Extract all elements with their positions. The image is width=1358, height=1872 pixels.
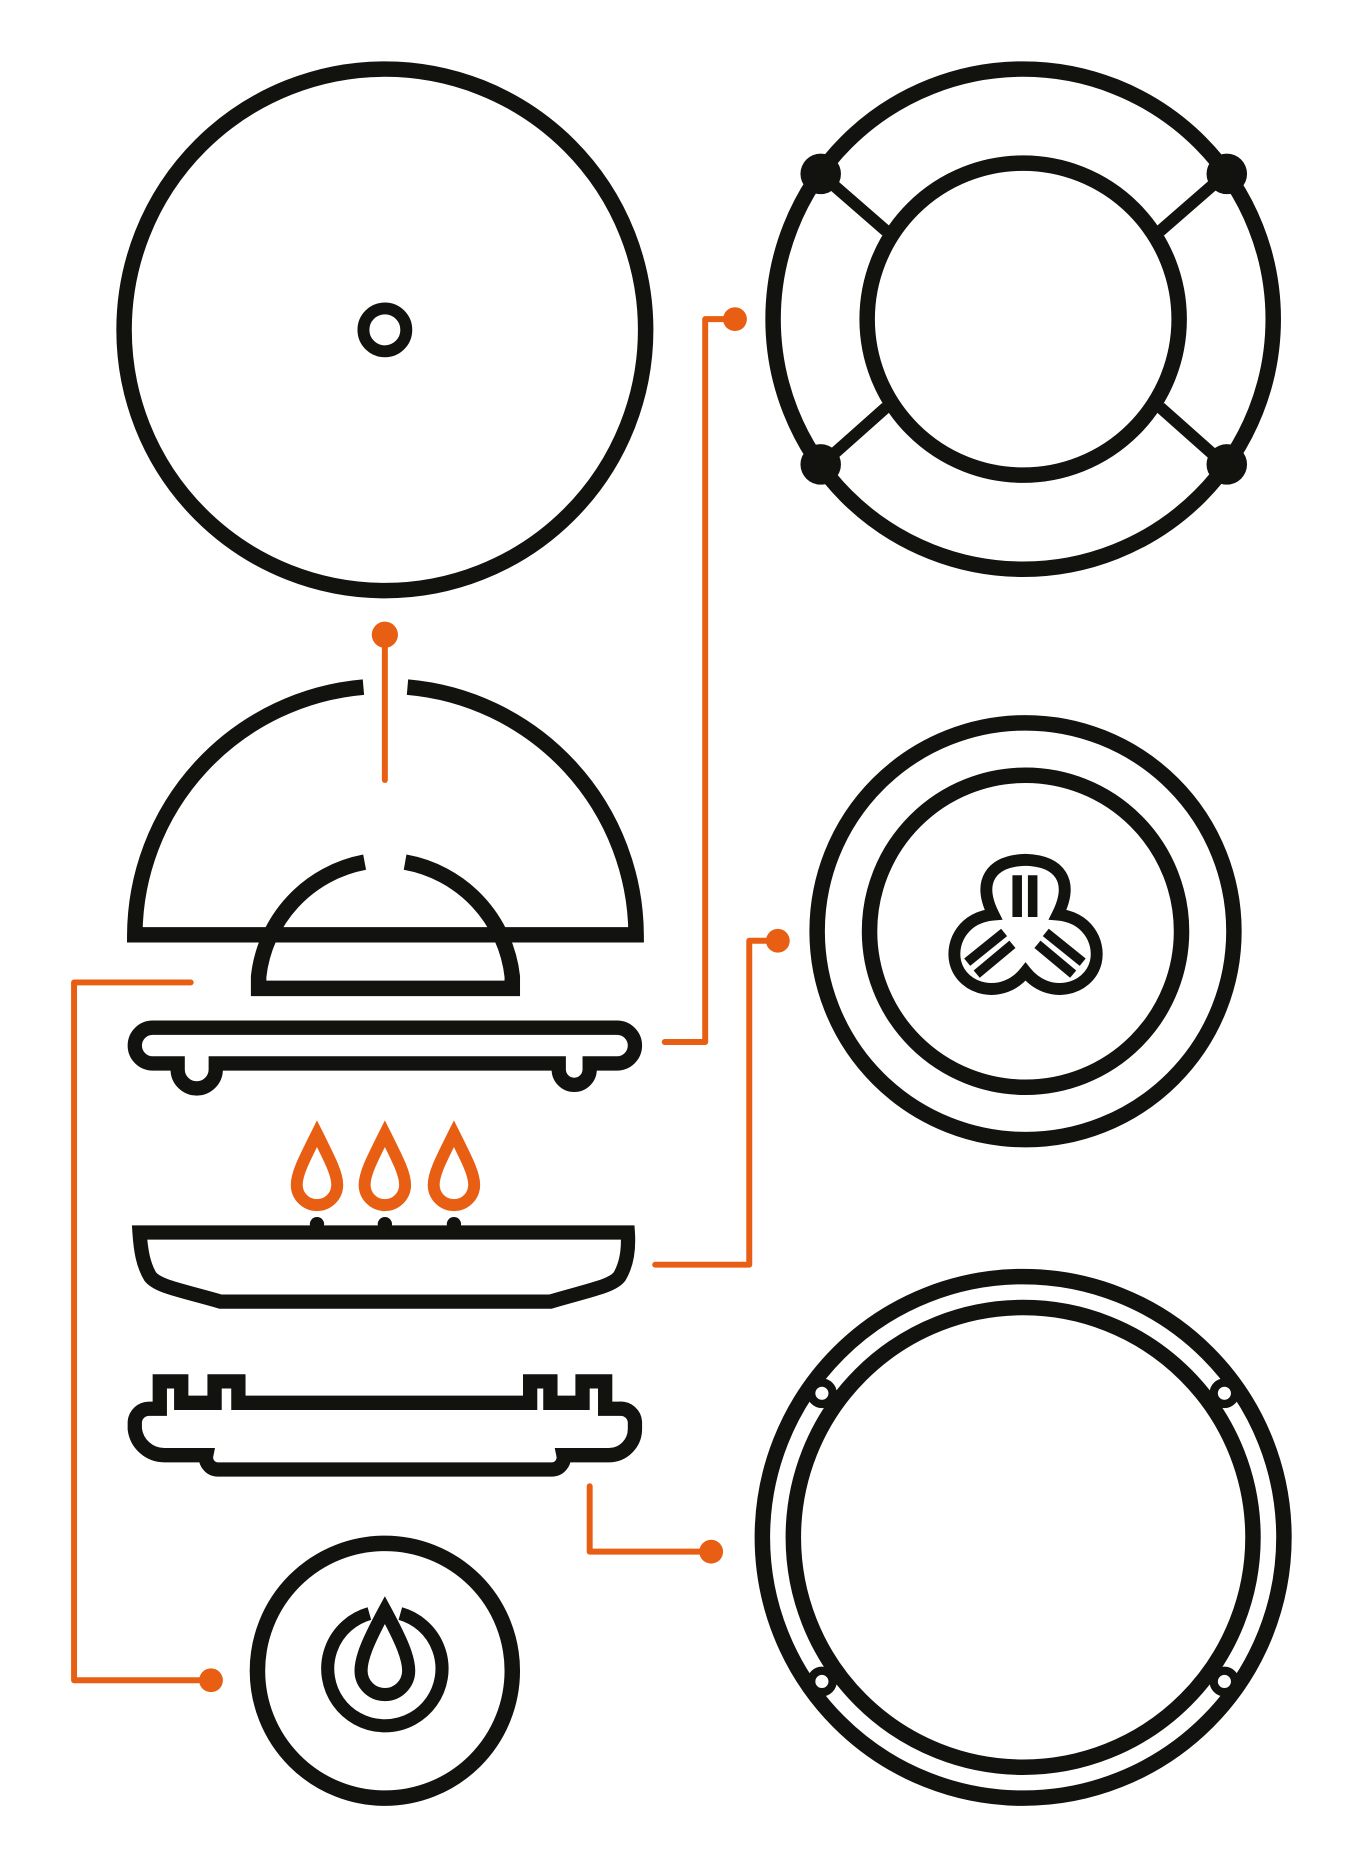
- burner-body-top-view-icon: [809, 715, 1242, 1148]
- flame-icon: [290, 1120, 344, 1211]
- burner-base-icon: [131, 1217, 636, 1309]
- connector-flame-ring: [661, 307, 747, 1045]
- trefoil-icon: [948, 853, 1103, 995]
- base-plate-icon: [127, 1374, 643, 1477]
- flames: [290, 1120, 481, 1211]
- connector-inner-crown: [71, 979, 223, 1693]
- flame-icon: [427, 1120, 481, 1211]
- cap-pin-connector: [371, 621, 398, 783]
- flame-icon: [358, 1120, 412, 1211]
- inner-crown-icon: [250, 854, 521, 997]
- burner-cap-top-view-icon: [116, 61, 654, 599]
- outer-crown-icon: [126, 679, 644, 943]
- connector-base-plate: [586, 1483, 724, 1564]
- lifebuoy-ring-top-view-icon: [765, 61, 1281, 577]
- connector-burner-base: [652, 928, 790, 1268]
- flame-ring-icon: [127, 1020, 643, 1096]
- base-plate-top-view-icon: [754, 1268, 1292, 1806]
- injector-top-view-icon: [249, 1535, 521, 1806]
